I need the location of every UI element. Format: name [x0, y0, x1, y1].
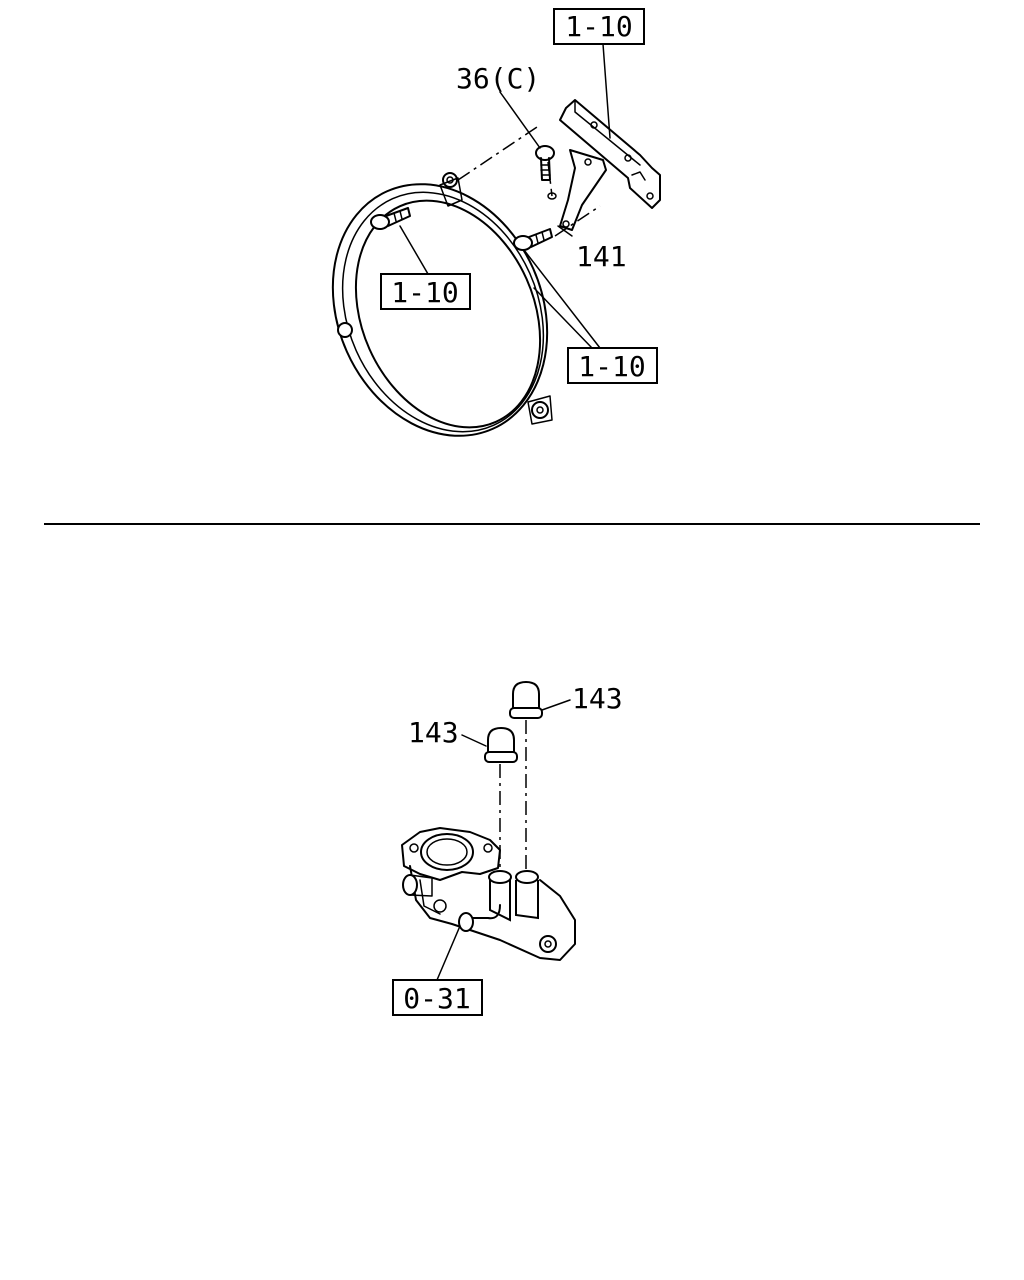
label-bolt-36c: 36(C) — [456, 62, 540, 95]
svg-text:1-10: 1-10 — [578, 350, 645, 383]
svg-text:0-31: 0-31 — [403, 982, 470, 1015]
ref-box-bottom-right: 1-10 — [567, 347, 658, 384]
cap-143-left — [484, 726, 518, 763]
ref-box-top: 1-10 — [553, 8, 645, 45]
cap-143-right — [509, 680, 543, 719]
ref-box-body: 0-31 — [392, 979, 483, 1016]
label-cap-143-right: 143 — [572, 682, 623, 715]
bolt-36c — [535, 145, 557, 200]
ref-box-left: 1-10 — [380, 273, 471, 310]
bolt-lower-right — [513, 228, 553, 251]
label-cap-143-left: 143 — [408, 716, 459, 749]
thermostat-housing — [401, 827, 576, 961]
svg-text:1-10: 1-10 — [565, 10, 632, 43]
thermostat-housing-assembly: 143 143 0-31 — [392, 680, 623, 1016]
bracket-141 — [559, 149, 607, 231]
fan-shroud-assembly: 1-10 36(C) 141 1-10 1-10 — [331, 8, 661, 437]
label-bracket-141: 141 — [576, 240, 627, 273]
fan-shroud-ring — [331, 172, 553, 437]
bolt-left — [370, 207, 411, 230]
upper-bracket — [559, 99, 661, 209]
svg-text:1-10: 1-10 — [391, 276, 458, 309]
